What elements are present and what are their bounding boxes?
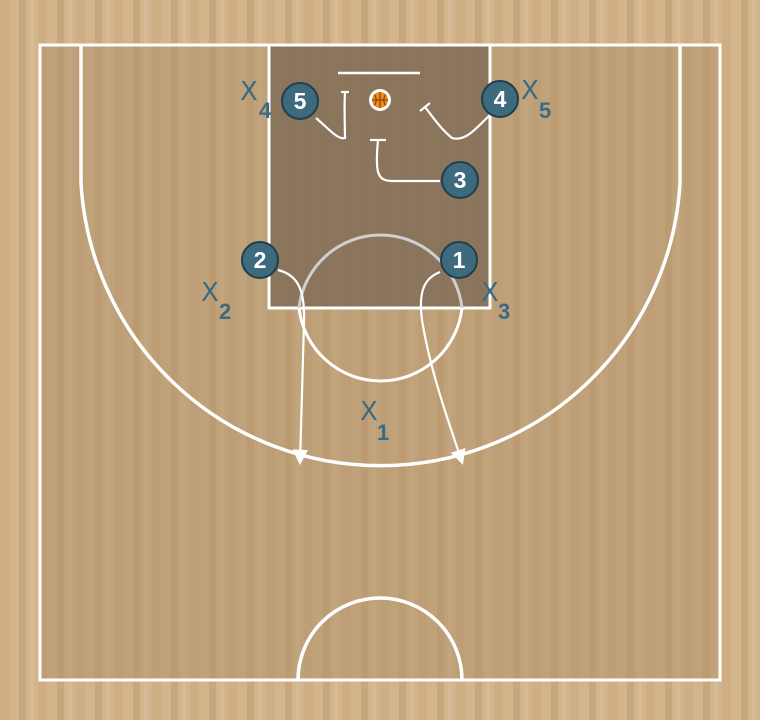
defender-x4: X 4 — [240, 77, 272, 123]
offense-player-4-label: 4 — [494, 86, 507, 112]
cut-path-1 — [419, 270, 466, 465]
offense-player-1-label: 1 — [453, 247, 466, 273]
defender-x5-mark: X — [521, 76, 539, 106]
defender-x2-mark: X — [201, 278, 219, 308]
offense-player-5-label: 5 — [294, 88, 307, 114]
screen-path-3 — [375, 139, 440, 183]
offense-player-4: 4 — [481, 80, 519, 118]
court-lines — [38, 43, 722, 682]
offense-player-2-label: 2 — [254, 247, 267, 273]
defender-x3: X 3 — [481, 278, 510, 324]
defender-x5: X 5 — [521, 76, 551, 123]
screen-path-5 — [315, 91, 347, 140]
defender-x5-number: 5 — [539, 98, 551, 123]
defender-x3-number: 3 — [498, 299, 510, 324]
three-point-arc — [79, 182, 682, 468]
defender-x1-number: 1 — [377, 420, 389, 445]
player-movements — [277, 90, 491, 466]
screen-path-4 — [424, 106, 491, 140]
offense-player-3-label: 3 — [454, 167, 467, 193]
offense-player-2: 2 — [241, 241, 279, 279]
offense-player-5: 5 — [281, 82, 319, 120]
defender-x2-number: 2 — [219, 299, 231, 324]
defender-x4-mark: X — [240, 77, 258, 107]
basketball-icon — [369, 89, 391, 111]
offense-player-1: 1 — [440, 241, 478, 279]
free-throw-circle-bottom — [297, 307, 464, 383]
defender-x3-mark: X — [481, 278, 499, 308]
defender-x2: X 2 — [201, 278, 231, 324]
cut-path-2 — [277, 268, 308, 466]
screen-bar-4 — [419, 102, 431, 112]
defender-x1-mark: X — [360, 397, 378, 427]
defender-x1: X 1 — [360, 397, 389, 445]
defender-x4-number: 4 — [259, 98, 272, 123]
center-circle — [296, 596, 464, 681]
lane-lines — [267, 43, 492, 310]
offense-player-3: 3 — [441, 161, 479, 199]
